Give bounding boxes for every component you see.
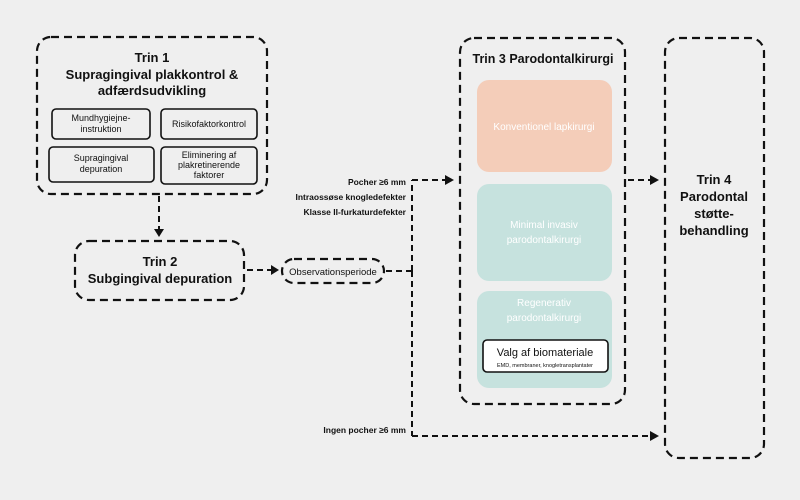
criteria-pockets-label: Pocher ≥6 mm xyxy=(348,177,406,187)
criteria-intraosseous-label: Intraossøse knogledefekter xyxy=(295,192,406,202)
observation-period-label: Observationsperiode xyxy=(289,267,377,278)
plaque-retention-elimination-box xyxy=(160,146,258,185)
minimal-invasive-surgery-line1: Minimal invasiv xyxy=(510,220,578,231)
trin1-subtitle-line1: Supragingival plakkontrol & xyxy=(66,67,239,82)
trin1-to-trin2-arrowhead xyxy=(154,229,164,237)
regenerative-surgery-line1: Regenerativ xyxy=(517,298,571,309)
trin4-line2: støtte- xyxy=(694,206,734,221)
plaque-retention-elimination-line1: Eliminering af xyxy=(182,150,237,160)
minimal-invasive-surgery-box xyxy=(477,184,612,281)
criteria-furcation-label: Klasse II-furkaturdefekter xyxy=(303,207,406,217)
trin1-title: Trin 1 xyxy=(135,50,170,65)
plaque-retention-elimination-line2: plakretinerende xyxy=(178,160,240,170)
biomaterial-choice-title: Valg af biomateriale xyxy=(497,347,593,359)
trin1-box xyxy=(35,35,269,196)
supragingival-depuration-box xyxy=(48,146,155,183)
observation-period-box xyxy=(280,257,386,285)
hygiene-instruction-line2: instruktion xyxy=(80,124,121,134)
conventional-flap-surgery-label: Konventionel lapkirurgi xyxy=(493,122,594,133)
risk-factor-control-label: Risikofaktorkontrol xyxy=(172,119,246,129)
supragingival-depuration-line2: depuration xyxy=(80,164,123,174)
trin2-box xyxy=(73,239,246,302)
trin4-box xyxy=(663,36,766,460)
hygiene-instruction-box xyxy=(51,108,151,140)
trin4-line1: Parodontal xyxy=(680,189,748,204)
branch-to-trin4-arrowhead xyxy=(650,431,659,441)
trin3-box xyxy=(458,36,627,406)
trin2-subtitle: Subgingival depuration xyxy=(88,271,233,286)
trin2-title: Trin 2 xyxy=(143,254,178,269)
risk-factor-control-box xyxy=(160,108,258,140)
trin3-to-trin4-arrowhead xyxy=(650,175,659,185)
biomaterial-choice-box xyxy=(482,339,609,373)
hygiene-instruction-line1: Mundhygiejne- xyxy=(71,113,130,123)
plaque-retention-elimination-line3: faktorer xyxy=(194,170,225,180)
supragingival-depuration-line1: Supragingival xyxy=(74,153,129,163)
branch-to-trin3-arrowhead xyxy=(445,175,454,185)
criteria-no-pockets-label: Ingen pocher ≥6 mm xyxy=(323,425,406,435)
trin4-line3: behandling xyxy=(679,223,748,238)
trin1-subtitle-line2: adfærdsudvikling xyxy=(98,83,206,98)
regenerative-surgery-line2: parodontalkirurgi xyxy=(507,313,582,324)
minimal-invasive-surgery-line2: parodontalkirurgi xyxy=(507,235,582,246)
trin4-title: Trin 4 xyxy=(697,172,732,187)
biomaterial-choice-subtitle: EMD, membraner, knogletransplantater xyxy=(497,363,593,369)
trin3-title: Trin 3 Parodontalkirurgi xyxy=(473,52,614,66)
conventional-flap-surgery-box xyxy=(477,80,612,172)
trin2-to-observation-arrowhead xyxy=(271,265,279,275)
